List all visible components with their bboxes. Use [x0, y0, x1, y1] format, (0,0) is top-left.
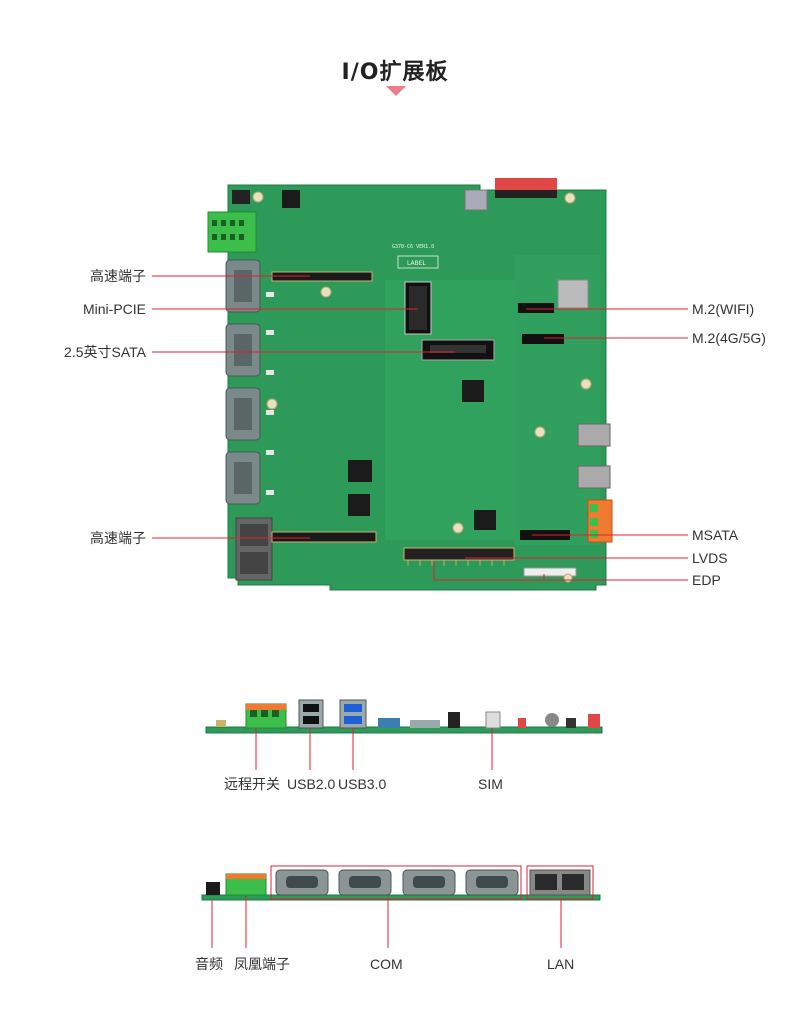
label-m2-wifi: M.2(WIFI)	[692, 301, 755, 317]
title-arrow-icon	[386, 86, 406, 96]
phoenix-terminal-top	[207, 211, 257, 253]
sim-slot-side	[485, 711, 501, 729]
label-hs-terminal-bottom: 高速端子	[90, 530, 146, 546]
label-remote-switch: 远程开关	[224, 776, 280, 792]
pcb-model-silk: G370-C6 VER1.0	[392, 244, 434, 250]
label-msata: MSATA	[692, 527, 739, 543]
hs-connector-bottom	[271, 531, 377, 543]
label-phoenix-terminal: 凤凰端子	[234, 956, 290, 972]
label-m2-4g5g: M.2(4G/5G)	[692, 330, 766, 346]
label-mini-pcie: Mini-PCIE	[82, 301, 146, 317]
label-sata: 2.5英寸SATA	[64, 344, 146, 360]
label-audio: 音频	[195, 956, 223, 972]
label-usb30: USB3.0	[338, 776, 387, 792]
page-title: I/O扩展板	[341, 60, 449, 85]
label-edp: EDP	[692, 572, 721, 588]
label-usb20: USB2.0	[287, 776, 336, 792]
label-lvds: LVDS	[692, 550, 728, 566]
m2-4g-slot	[522, 334, 564, 344]
edp-connector	[523, 567, 577, 577]
label-lan: LAN	[547, 956, 575, 972]
label-com: COM	[370, 956, 403, 972]
label-sim: SIM	[478, 776, 503, 792]
audio-jack-side	[206, 882, 220, 895]
side-view-1-board	[205, 726, 603, 734]
lvds-header	[403, 547, 515, 561]
pcb-label-silk: LABEL	[407, 260, 426, 267]
side-view-2-board	[201, 894, 601, 901]
m2-wifi-slot	[518, 303, 554, 313]
label-hs-terminal-top: 高速端子	[90, 268, 146, 284]
